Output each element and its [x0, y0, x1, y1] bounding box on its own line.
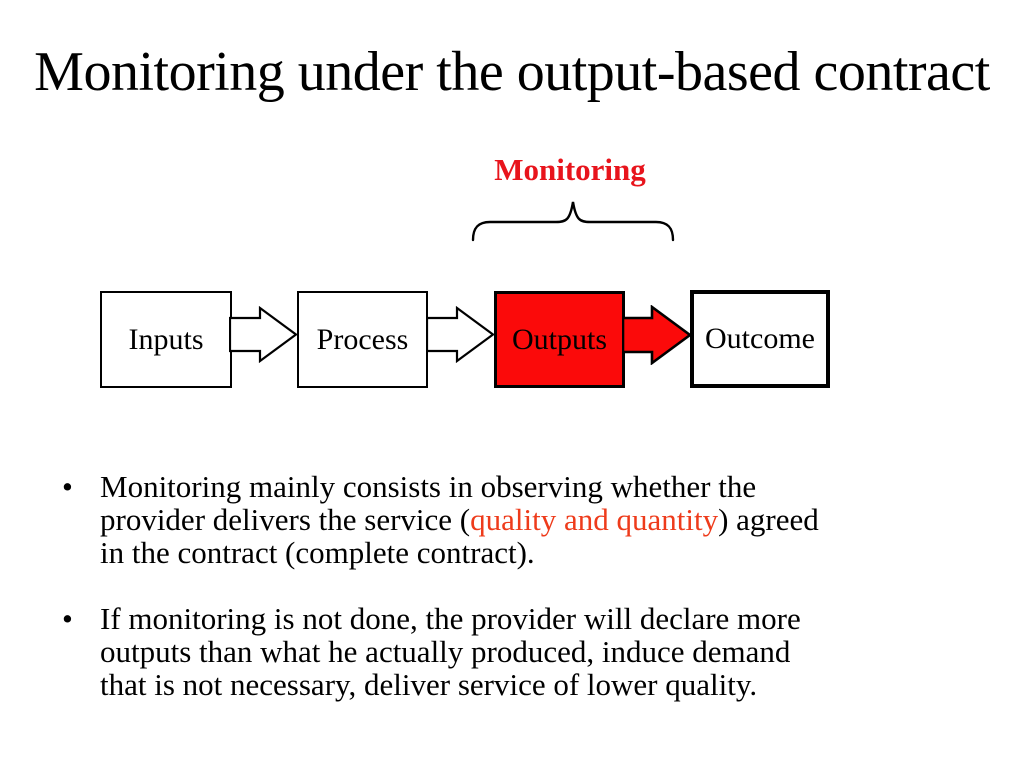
diagram-box-outputs: Outputs	[494, 291, 625, 388]
bullet-marker: •	[62, 601, 73, 636]
diagram-box-inputs: Inputs	[100, 291, 232, 388]
diagram-box-outcome-label: Outcome	[705, 322, 815, 355]
bullet-text: Monitoring mainly consists in observing …	[100, 469, 819, 570]
flow-arrow-highlight-icon	[622, 305, 692, 365]
bullet-item: • Monitoring mainly consists in observin…	[62, 470, 942, 569]
diagram-box-outcome: Outcome	[690, 290, 830, 388]
monitoring-label: Monitoring	[494, 152, 646, 187]
bullet-item: • If monitoring is not done, the provide…	[62, 602, 942, 701]
diagram-box-process-label: Process	[316, 322, 409, 356]
diagram-box-process: Process	[297, 291, 428, 388]
bullet-marker: •	[62, 469, 73, 504]
diagram-box-outputs-label: Outputs	[511, 322, 607, 356]
page-title: Monitoring under the output-based contra…	[34, 41, 990, 103]
bullet-text: If monitoring is not done, the provider …	[100, 601, 801, 702]
flow-arrow-icon	[229, 306, 298, 363]
curly-brace-icon	[471, 201, 675, 242]
flow-arrow-icon	[426, 306, 495, 363]
diagram-box-inputs-label: Inputs	[128, 322, 204, 356]
